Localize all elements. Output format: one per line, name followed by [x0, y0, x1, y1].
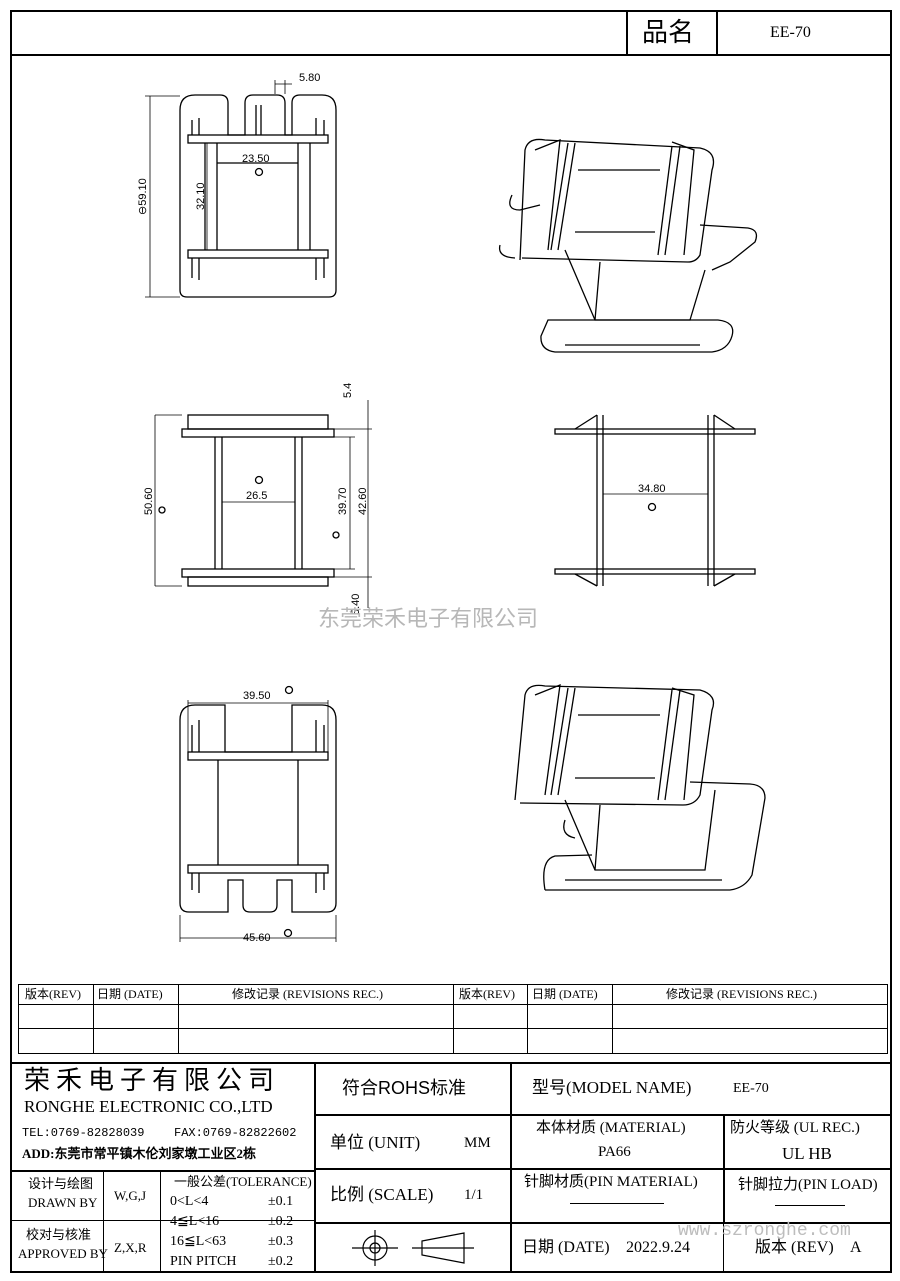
date-header-1: 日期 (DATE): [97, 987, 163, 1001]
tolerance-range-1: 0<L<4: [170, 1194, 209, 1209]
drawing-frame: [10, 10, 892, 1273]
drawing-area: 5.80 23.50 32.10 ⊖59.10 5.4 26.5 50.60 3…: [137, 72, 766, 944]
rec-header-1: 修改记录 (REVISIONS REC.): [232, 987, 384, 1001]
scale-label: 比例 (SCALE): [330, 1185, 434, 1204]
fire-rating-value: UL HB: [782, 1144, 832, 1163]
iso-view-top: [498, 138, 758, 353]
dim-top-width: 23.50: [242, 153, 270, 165]
dim-top-height: 32.10: [195, 182, 207, 210]
model-value: EE-70: [733, 1081, 769, 1096]
tolerance-value-3: ±0.3: [268, 1234, 294, 1249]
rev-value: A: [850, 1239, 862, 1256]
company-tel: TEL:0769-82828039: [22, 1126, 145, 1140]
date-label: 日期 (DATE): [522, 1239, 610, 1256]
approved-by-label: APPROVED BY: [18, 1246, 108, 1261]
dim-mid-width: 26.5: [246, 490, 267, 502]
tolerance-range-4: PIN PITCH: [170, 1254, 237, 1269]
dim-top-slot: 5.80: [299, 72, 320, 84]
approved-by-names: Z,X,R: [114, 1240, 147, 1255]
bottom-view: [179, 685, 337, 942]
tolerance-value-2: ±0.2: [268, 1214, 294, 1229]
rec-header-2: 修改记录 (REVISIONS REC.): [666, 987, 818, 1001]
front-view: [154, 400, 372, 608]
material-value: PA66: [598, 1144, 631, 1160]
dim-mid-bottom-gap: 5.40: [350, 594, 362, 615]
company-name-en: RONGHE ELECTRONIC CO.,LTD: [24, 1097, 273, 1116]
material-label: 本体材质 (MATERIAL): [536, 1120, 686, 1136]
unit-value: MM: [464, 1135, 491, 1151]
tolerance-title: 一般公差(TOLERANCE): [174, 1174, 312, 1189]
date-header-2: 日期 (DATE): [532, 987, 598, 1001]
name-label: 品名: [642, 18, 695, 47]
company-fax: FAX:0769-82822602: [174, 1126, 297, 1140]
company-address: ADD:东莞市常平镇木伦刘家墩工业区2栋: [22, 1146, 256, 1161]
name-value: EE-70: [770, 24, 811, 41]
tolerance-value-1: ±0.1: [268, 1194, 294, 1209]
dim-mid-height-outer: 50.60: [143, 487, 155, 515]
pin-material-label: 针脚材质(PIN MATERIAL): [524, 1174, 698, 1190]
projection-symbol-icon: [352, 1230, 474, 1266]
model-label: 型号(MODEL NAME): [532, 1078, 692, 1097]
date-value: 2022.9.24: [626, 1239, 690, 1256]
header-bar: [10, 10, 892, 56]
tolerance-range-2: 4≦L<16: [170, 1214, 220, 1229]
company-name-cn: 荣禾电子有限公司: [24, 1066, 281, 1095]
dim-mid-height-inner: 39.70: [337, 487, 349, 515]
site-watermark: www.szronghe.com: [678, 1221, 851, 1241]
dim-bottom-top-width: 39.50: [243, 690, 271, 702]
top-view: [145, 80, 337, 298]
iso-view-bottom: [514, 683, 766, 891]
pin-material-underline: [570, 1203, 664, 1204]
side-view: [554, 414, 756, 587]
tolerance-value-4: ±0.2: [268, 1254, 294, 1269]
unit-label: 单位 (UNIT): [330, 1133, 421, 1152]
tolerance-range-3: 16≦L<63: [170, 1234, 227, 1249]
pin-load-label: 针脚拉力(PIN LOAD): [738, 1177, 878, 1193]
fire-rating-label: 防火等级 (UL REC.): [730, 1120, 860, 1136]
scale-value: 1/1: [464, 1187, 484, 1203]
rev-label: 版本 (REV): [755, 1239, 834, 1256]
dim-side-width: 34.80: [638, 483, 666, 495]
dim-mid-top-gap: 5.4: [342, 383, 354, 398]
rev-header-1: 版本(REV): [25, 987, 81, 1001]
design-label: 设计与绘图: [28, 1176, 94, 1191]
dim-bottom-width: 45.60: [243, 932, 271, 944]
rohs-compliance: 符合ROHS标准: [342, 1078, 467, 1098]
company-watermark: 东莞荣禾电子有限公司: [318, 606, 538, 631]
drawn-by-names: W,G,J: [114, 1188, 147, 1203]
pin-load-underline: [775, 1205, 845, 1206]
rev-header-2: 版本(REV): [459, 987, 515, 1001]
dim-mid-height-right: 42.60: [357, 487, 369, 515]
drawn-by-label: DRAWN BY: [28, 1195, 98, 1210]
title-block: [10, 1062, 892, 1273]
dim-top-diameter: ⊖59.10: [137, 178, 149, 215]
check-label: 校对与核准: [26, 1227, 92, 1242]
